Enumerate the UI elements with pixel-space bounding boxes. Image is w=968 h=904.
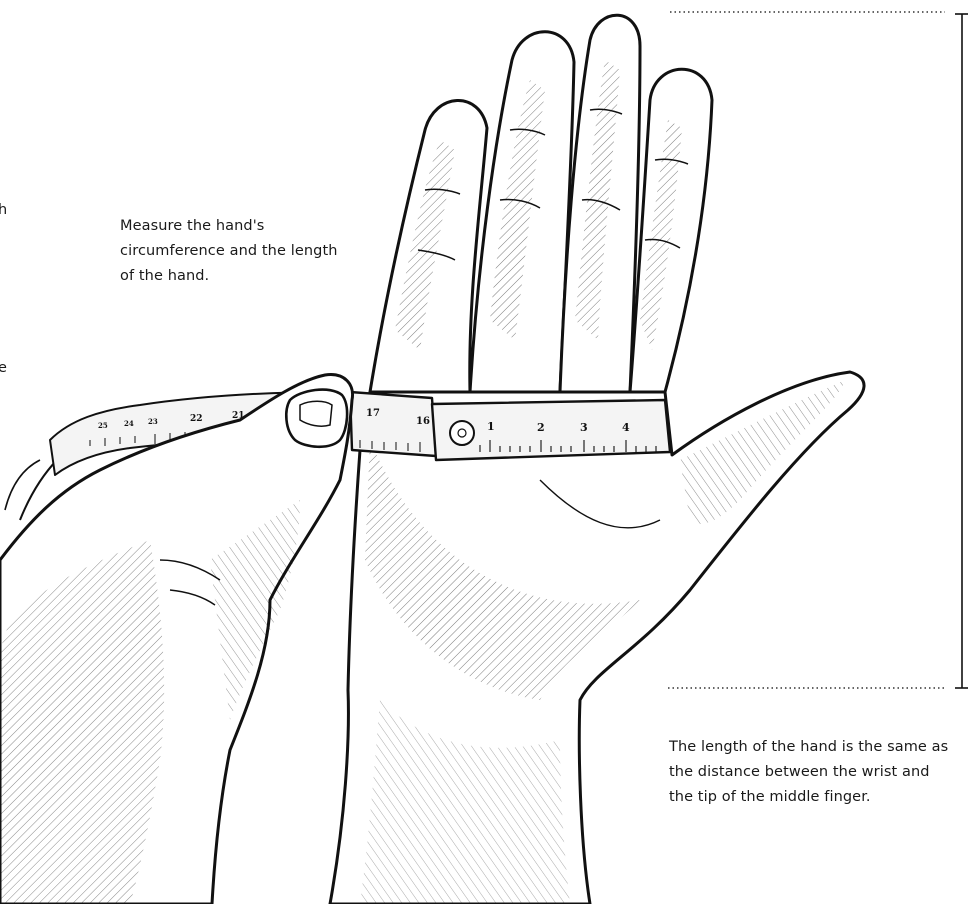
- measure-caption: Measure the hand's circumference and the…: [120, 214, 350, 289]
- clipped-text-fragment: e: [0, 356, 7, 381]
- tape-mark-22: 22: [190, 414, 203, 424]
- tape-mark-16: 16: [416, 416, 430, 427]
- tape-mark-1: 1: [487, 420, 495, 433]
- tape-mark-17: 17: [366, 408, 380, 419]
- tape-mark-2: 2: [537, 421, 545, 434]
- tape-mark-23: 23: [148, 417, 158, 426]
- tape-mark-24: 24: [124, 419, 134, 428]
- length-caption: The length of the hand is the same as th…: [669, 735, 949, 810]
- tape-mark-3: 3: [580, 421, 588, 434]
- tape-mark-4: 4: [622, 421, 630, 434]
- length-guide: [668, 12, 968, 688]
- clipped-text-fragment: h: [0, 198, 7, 223]
- tape-mark-25: 25: [98, 421, 108, 430]
